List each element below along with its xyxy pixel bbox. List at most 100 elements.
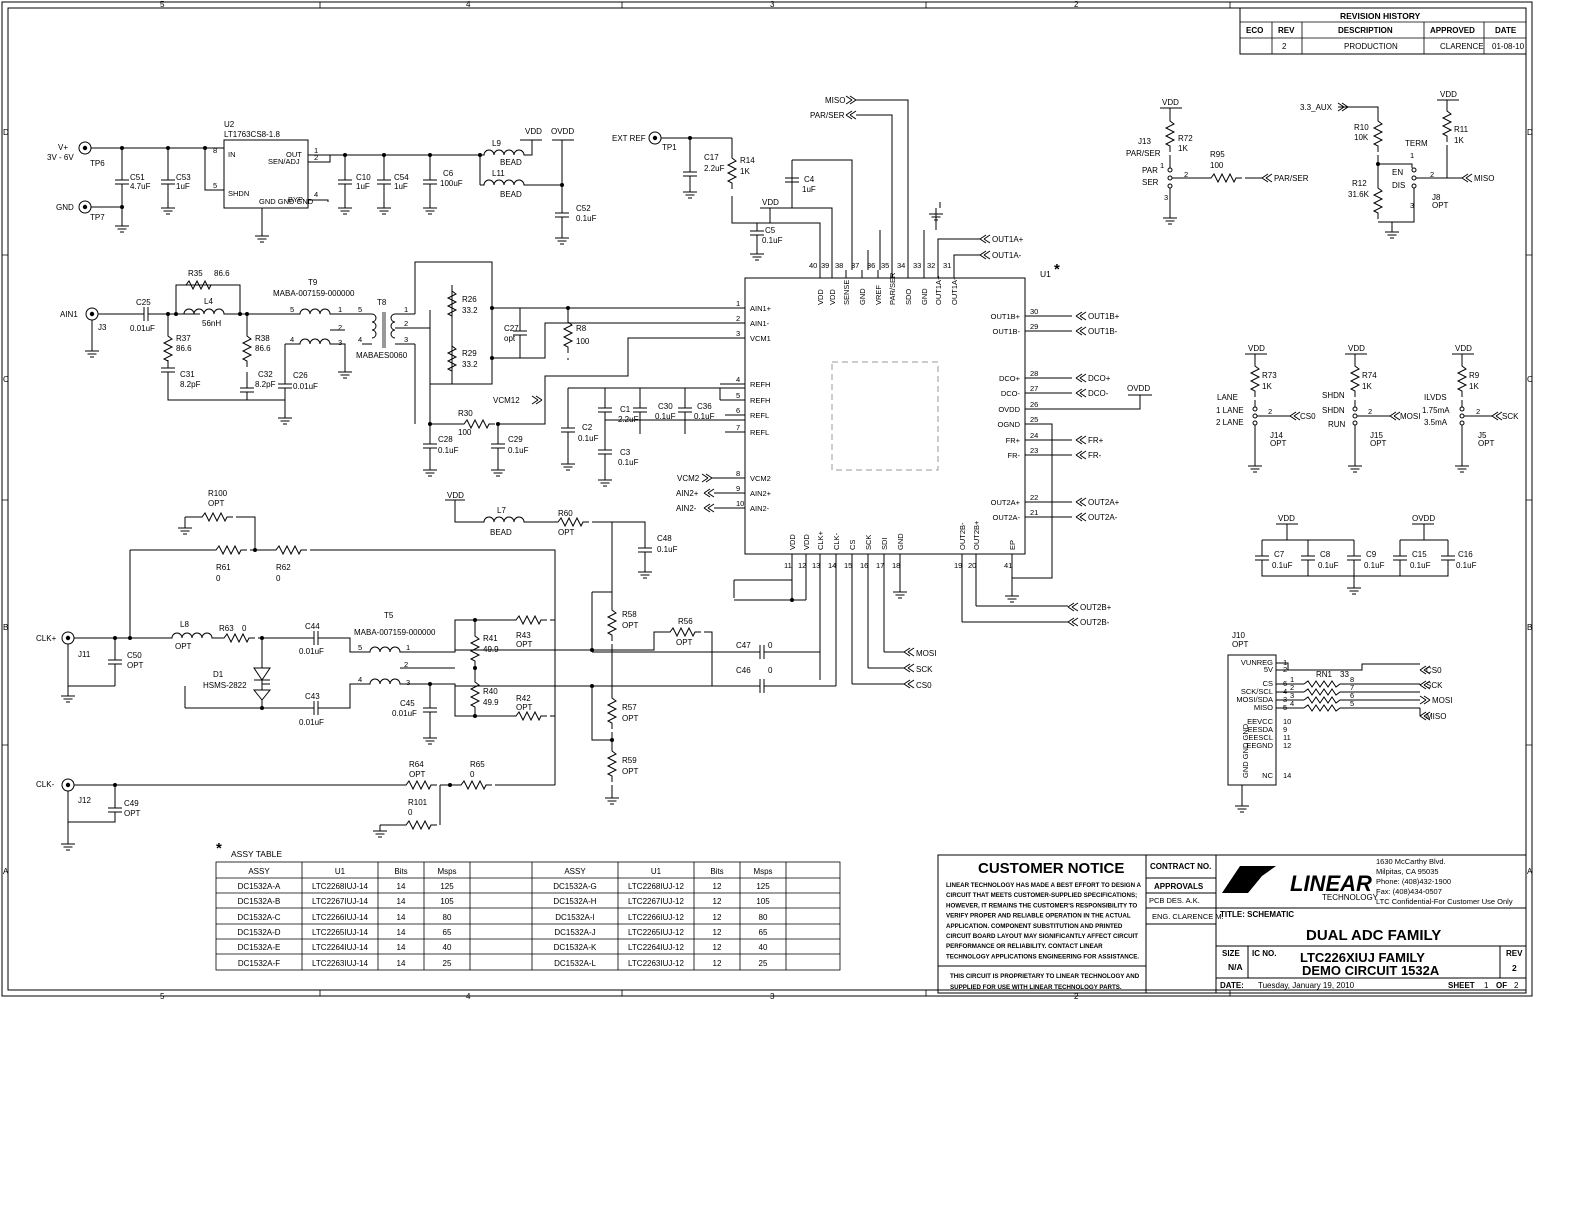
- c25-value: 0.01uF: [130, 324, 155, 333]
- r42-value: OPT: [516, 703, 533, 712]
- u1-pin-label-bottom: CLK+: [816, 530, 825, 550]
- of-value: 2: [1514, 981, 1519, 990]
- u1-pin-label-left: VCM2: [750, 474, 771, 483]
- assy-cell: 65: [443, 928, 452, 937]
- u1-pin-label-left: REFL: [750, 428, 769, 437]
- assy-header: U1: [335, 867, 346, 876]
- u2-pin-shdn: SHDN: [228, 189, 249, 198]
- assy-cell: DC1532A-F: [238, 959, 280, 968]
- u2-pin-byp: BYP: [288, 195, 303, 204]
- c29-ref: C29: [508, 435, 523, 444]
- r37-value: 86.6: [176, 344, 192, 353]
- c1-value: 2.2uF: [618, 415, 639, 424]
- r95-ref: R95: [1210, 150, 1225, 159]
- c53-ref: C53: [176, 173, 191, 182]
- u2-pin-out: OUT: [286, 150, 302, 159]
- t9-pin-3: 3: [338, 338, 342, 347]
- rev-header-date: DATE: [1495, 26, 1517, 35]
- c32-ref: C32: [258, 370, 273, 379]
- u1-pin-label-left: VCM1: [750, 334, 771, 343]
- svg-text:2: 2: [404, 660, 408, 669]
- of-label: OF: [1496, 981, 1507, 990]
- c43-ref: C43: [305, 692, 320, 701]
- r26-ref: R26: [462, 295, 477, 304]
- rev-row-rev: 2: [1282, 42, 1287, 51]
- r73-value: 1K: [1262, 382, 1272, 391]
- d1-diode-icon: [252, 667, 272, 701]
- svg-text:4: 4: [358, 675, 362, 684]
- t9-pin-5: 5: [290, 305, 294, 314]
- c17-value: 2.2uF: [704, 164, 725, 173]
- clkm-label: CLK-: [36, 780, 55, 789]
- rn1-pin-number: 8: [1350, 675, 1354, 684]
- zone-top-1: 5: [160, 0, 165, 9]
- r35-value: 86.6: [214, 269, 230, 278]
- r57-value: OPT: [622, 714, 639, 723]
- address-line-2: Milpitas, CA 95035: [1376, 867, 1439, 876]
- ain2p-label: AIN2+: [676, 489, 699, 498]
- c7-ref: C7: [1274, 550, 1285, 559]
- zone-markers: 5 4 3 2 5 4 3 2 D C B A D C B A: [3, 0, 1533, 1001]
- svg-text:1: 1: [1410, 151, 1414, 160]
- u1-pin-label-left: REFL: [750, 411, 769, 420]
- u1-pin-label-top: SDO: [904, 289, 913, 305]
- r61-value: 0: [216, 574, 221, 583]
- r62-value: 0: [276, 574, 281, 583]
- u2-pin-senadj: SEN/ADJ: [268, 157, 300, 166]
- u1-star: *: [1054, 261, 1060, 278]
- r11-ref: R11: [1454, 125, 1469, 134]
- r10-ref: R10: [1354, 123, 1369, 132]
- approvals-label: APPROVALS: [1154, 882, 1204, 891]
- assy-cell: 12: [713, 882, 722, 891]
- u1-pin-number-right: 25: [1030, 415, 1038, 424]
- u1-pin-number-top: 32: [927, 261, 935, 270]
- out-label-frm: FR-: [1088, 451, 1102, 460]
- j8-ref: J8: [1432, 193, 1441, 202]
- linear-logo-icon: [1222, 866, 1276, 893]
- assy-title: ASSY TABLE: [231, 849, 282, 859]
- u1-pin-number-right: 24: [1030, 431, 1038, 440]
- r73-ref: R73: [1262, 371, 1277, 380]
- d1-part: HSMS-2822: [203, 681, 247, 690]
- rn1-pin-number: 3: [1290, 691, 1294, 700]
- assy-cell: 105: [756, 897, 770, 906]
- u2-pin-5: 5: [213, 181, 217, 190]
- j10-gnd-pins: GND GND GND: [1241, 723, 1250, 778]
- t9-pin-2: 2: [338, 323, 342, 332]
- u1-pin-number-bottom: 11: [784, 561, 792, 570]
- assy-cell: DC1532A-D: [237, 928, 280, 937]
- j10-pin-number: 14: [1283, 771, 1291, 780]
- assy-cell: DC1532A-B: [238, 897, 281, 906]
- c54-value: 1uF: [394, 182, 408, 191]
- c29-value: 0.1uF: [508, 446, 529, 455]
- u1-pin-label-bottom: GND: [896, 533, 905, 550]
- zone-side-b: B: [3, 623, 8, 632]
- assy-star: *: [216, 840, 222, 857]
- r100-ref: R100: [208, 489, 228, 498]
- assy-header: Msps: [753, 867, 772, 876]
- r38-value: 86.6: [255, 344, 271, 353]
- r30-ref: R30: [458, 409, 473, 418]
- notice-line: VERIFY PROPER AND RELIABLE OPERATION IN …: [946, 913, 1131, 920]
- assy-cell: LTC2268IUJ-14: [312, 882, 368, 891]
- assy-cell: DC1532A-E: [238, 943, 281, 952]
- clock-vdd-label: VDD: [447, 491, 464, 500]
- assy-cell: LTC2266IUJ-14: [312, 913, 368, 922]
- c45-ref: C45: [400, 699, 415, 708]
- u1-pin-label-top: PAR/SER: [888, 272, 897, 305]
- r74-ref: R74: [1362, 371, 1377, 380]
- t9-ref: T9: [308, 278, 318, 287]
- clkp-label: CLK+: [36, 634, 57, 643]
- r56-value: OPT: [676, 638, 693, 647]
- out-label-dcom: DCO-: [1088, 389, 1109, 398]
- r26-value: 33.2: [462, 306, 478, 315]
- u1-pin-number-right: 30: [1030, 307, 1038, 316]
- u1-pin-number-top: 40: [809, 261, 817, 270]
- t8-pin-2: 2: [404, 319, 408, 328]
- c45-value: 0.01uF: [392, 709, 417, 718]
- c50-value: OPT: [127, 661, 144, 670]
- extref-label: EXT REF: [612, 134, 646, 143]
- vdd-label: VDD: [525, 127, 542, 136]
- zone-side-b-right: B: [1527, 623, 1532, 632]
